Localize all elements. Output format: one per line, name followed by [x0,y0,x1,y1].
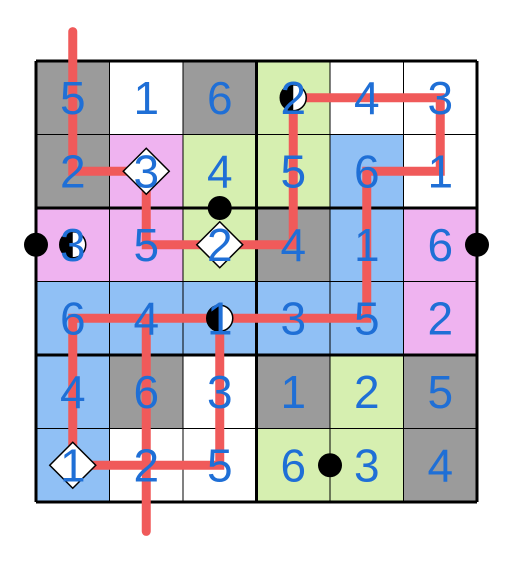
diamond-marker [48,441,97,490]
markers-layer [24,84,489,490]
digit-r2-c3: 4 [207,145,233,197]
half-circle-marker [206,304,234,332]
cell-r6-c5[interactable] [330,428,404,503]
digit-r1-c2: 1 [133,72,159,124]
digit-r5-c5: 2 [354,366,380,418]
digit-r1-c1: 5 [60,72,86,124]
digit-r5-c1: 4 [60,366,86,418]
diamond-marker [195,220,244,269]
cell-r6-c6[interactable] [403,428,478,503]
cell-r1-c2[interactable] [109,61,184,135]
half-circle-black [59,231,73,258]
digit-r1-c5: 4 [354,72,380,124]
black-dot [318,453,342,478]
half-circle-marker [59,231,87,259]
digit-r5-c4: 1 [280,366,306,418]
digit-r2-c1: 2 [60,145,86,197]
black-dot [465,232,489,257]
diamond-marker [122,147,171,196]
digit-r4-c2: 4 [133,292,159,344]
digit-r5-c2: 6 [133,366,159,418]
digit-r3-c1: 3 [60,219,86,271]
digit-r6-c2: 2 [133,439,159,491]
digit-r5-c3: 3 [207,366,233,418]
black-dot [207,196,232,220]
half-circle-marker [279,84,307,112]
half-circle-black [280,84,294,111]
path-layer [68,27,445,536]
digit-r4-c6: 2 [427,292,453,344]
black-dot [24,232,48,257]
digit-r3-c4: 4 [280,219,306,271]
digit-r6-c4: 6 [280,439,306,491]
digit-r3-c2: 5 [133,219,159,271]
digit-r3-c3: 2 [207,219,233,271]
digit-r4-c4: 3 [280,292,306,344]
cell-r5-c6[interactable] [403,355,478,429]
cell-r2-c3[interactable] [183,134,257,209]
digit-r2-c6: 1 [427,145,453,197]
digit-r4-c3: 1 [207,292,233,344]
cell-r3-c6[interactable] [403,208,478,282]
digit-r1-c6: 3 [427,72,453,124]
box-borders [34,59,479,504]
digit-r4-c1: 6 [60,292,86,344]
digit-r4-c5: 5 [354,292,380,344]
cell-r5-c5[interactable] [330,355,404,429]
digit-r2-c4: 5 [280,145,306,197]
digit-r3-c5: 1 [354,219,380,271]
cell-r5-c4[interactable] [256,355,331,429]
cell-r4-c6[interactable] [403,281,478,356]
red-path-line [68,27,445,536]
cell-r6-c4[interactable] [256,428,331,503]
digit-r1-c3: 6 [207,72,233,124]
digit-r1-c4: 2 [280,72,306,124]
digit-r6-c3: 5 [207,439,233,491]
digit-r3-c6: 6 [427,219,453,271]
cell-r1-c3[interactable] [183,61,257,135]
digit-r5-c6: 5 [427,366,453,418]
digit-r6-c6: 4 [427,439,453,491]
half-circle-black [206,305,220,332]
digit-r6-c1: 1 [60,439,86,491]
digit-r6-c5: 3 [354,439,380,491]
digit-r2-c2: 3 [133,145,159,197]
digit-r2-c5: 6 [354,145,380,197]
